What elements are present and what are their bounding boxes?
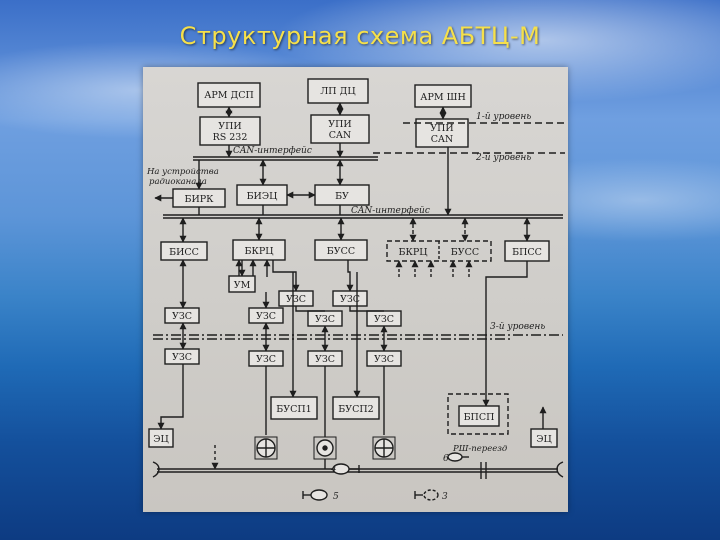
label-level-2: 2-й уровень bbox=[475, 153, 531, 163]
label-bkrc-2: БКРЦ bbox=[398, 247, 427, 258]
block-upi-rs232 bbox=[199, 116, 261, 146]
label-level-3: 3-й уровень bbox=[490, 322, 545, 332]
label-bu: БУ bbox=[335, 191, 349, 202]
block-ec-right bbox=[530, 428, 558, 448]
label-upi-can-2: CAN bbox=[329, 130, 351, 141]
label-uzs-i: УЗС bbox=[315, 354, 335, 365]
label-birk: БИРК bbox=[184, 194, 214, 205]
label-biss: БИСС bbox=[169, 247, 199, 258]
label-uzs-e: УЗС bbox=[315, 314, 335, 325]
label-uzs-g: УЗС bbox=[172, 352, 192, 363]
label-arm-shn: АРМ ШН bbox=[420, 92, 465, 103]
slide-title: Структурная схема АБТЦ-М bbox=[179, 22, 541, 50]
label-uzs-j: УЗС bbox=[374, 354, 394, 365]
signal-head-5-icon bbox=[310, 489, 328, 501]
block-bpsp bbox=[458, 405, 500, 427]
label-uzs-c: УЗС bbox=[172, 311, 192, 322]
label-upi-rs232-2: RS 232 bbox=[213, 132, 248, 143]
label-busp2: БУСП2 bbox=[338, 404, 373, 415]
label-buss-2: БУСС bbox=[451, 247, 479, 258]
label-uzs-d: УЗС bbox=[256, 311, 276, 322]
signal-head-6-icon bbox=[447, 452, 463, 462]
label-buss: БУСС bbox=[327, 246, 355, 257]
label-uzs-a: УЗС bbox=[286, 294, 306, 305]
label-radio-1: На устройства bbox=[146, 167, 219, 177]
label-num-5: 5 bbox=[333, 492, 339, 502]
label-uzs-b: УЗС bbox=[340, 294, 360, 305]
label-ec-right: ЭЦ bbox=[536, 434, 552, 445]
block-arm-dsp bbox=[197, 82, 261, 108]
label-num-4: 4 bbox=[330, 465, 337, 475]
label-upi-can2-1: УПИ bbox=[430, 123, 453, 134]
label-rip-crossing: РШ-переезд bbox=[452, 444, 508, 454]
label-bpss: БПСС bbox=[512, 247, 542, 258]
label-level-1: 1-й уровень bbox=[476, 112, 531, 122]
label-can-interface-1: CAN-интерфейс bbox=[233, 146, 312, 156]
label-bkrc: БКРЦ bbox=[244, 246, 273, 257]
label-ec-left: ЭЦ bbox=[153, 434, 169, 445]
label-biec: БИЭЦ bbox=[247, 191, 278, 202]
label-num-3: 3 bbox=[442, 492, 448, 502]
scheme-paper: АРМ ДСП ЛП ДЦ АРМ ШН УПИ RS 232 УПИ CAN … bbox=[143, 67, 568, 512]
block-lp-dc bbox=[307, 78, 369, 104]
block-crossing-dashed bbox=[447, 393, 509, 435]
label-arm-dsp: АРМ ДСП bbox=[204, 90, 254, 101]
label-radio-2: радиоканала bbox=[149, 177, 207, 187]
label-uzs-f: УЗС bbox=[374, 314, 394, 325]
label-lp-dc: ЛП ДЦ bbox=[320, 86, 355, 97]
label-can-interface-2: CAN-интерфейс bbox=[351, 206, 430, 216]
label-uzs-h: УЗС bbox=[256, 354, 276, 365]
label-num-6: 6 bbox=[443, 454, 449, 464]
label-bpsp: БПСП bbox=[464, 412, 495, 423]
label-upi-rs232-1: УПИ bbox=[218, 121, 241, 132]
label-upi-can-1: УПИ bbox=[328, 119, 351, 130]
label-upi-can2-2: CAN bbox=[431, 134, 453, 145]
label-busp1: БУСП1 bbox=[276, 404, 311, 415]
signal-head-3-icon bbox=[423, 489, 439, 501]
structure-diagram: АРМ ДСП ЛП ДЦ АРМ ШН УПИ RS 232 УПИ CAN … bbox=[146, 78, 565, 502]
label-um: УМ bbox=[234, 280, 251, 291]
